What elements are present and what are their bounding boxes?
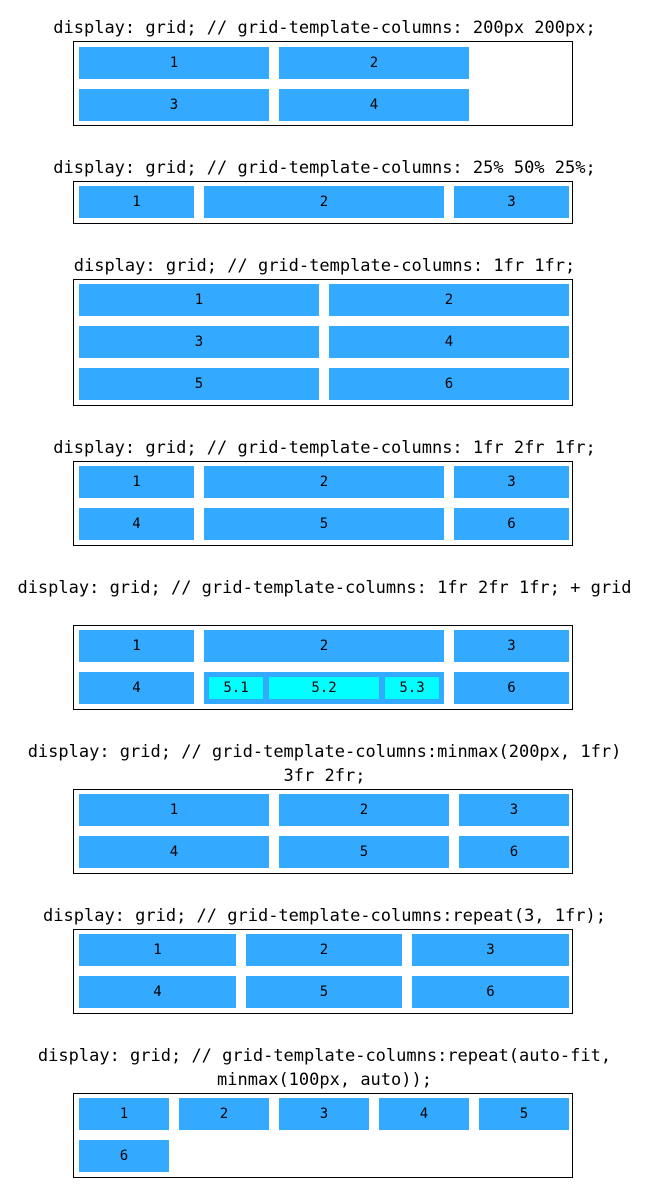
grid-item: 4	[329, 326, 569, 358]
grid-item: 3	[79, 326, 319, 358]
grid-item: 2	[279, 794, 449, 826]
grid-item: 2	[204, 630, 444, 662]
example-title: display: grid; // grid-template-columns:…	[17, 578, 632, 598]
grid-item: 1	[79, 794, 269, 826]
nested-grid-item: 5.2	[269, 677, 379, 699]
grid-container: 1 2 3 4 5 6	[73, 789, 573, 874]
grid-container: 1 2 3 4 5 6	[73, 279, 573, 406]
grid-item: 4	[279, 89, 469, 121]
grid-item: 5	[479, 1098, 569, 1130]
grid-item: 6	[459, 836, 569, 868]
grid-item: 6	[412, 976, 569, 1008]
grid-container: 1 2 3 4 5 6	[73, 1093, 573, 1178]
grid-item: 2	[204, 186, 444, 218]
example-title: display: grid; // grid-template-columns:…	[53, 438, 596, 458]
grid-item: 3	[79, 89, 269, 121]
grid-item: 3	[279, 1098, 369, 1130]
grid-item: 5	[204, 508, 444, 540]
nested-grid-item: 5.3	[385, 677, 439, 699]
grid-item: 2	[246, 934, 402, 966]
grid-item: 1	[79, 284, 319, 316]
example-title: display: grid; // grid-template-columns:…	[43, 906, 606, 926]
grid-item: 4	[79, 672, 194, 704]
grid-item: 1	[79, 934, 236, 966]
example-title: display: grid; // grid-template-columns:…	[27, 742, 632, 786]
grid-item: 3	[454, 630, 569, 662]
example-title: display: grid; // grid-template-columns:…	[53, 18, 596, 38]
grid-item: 4	[379, 1098, 469, 1130]
grid-container: 1 2 3 4	[73, 41, 573, 126]
grid-container: 1 2 3	[73, 181, 573, 224]
grid-item: 1	[79, 466, 194, 498]
grid-container: 1 2 3 4 5 6	[73, 929, 573, 1014]
grid-item: 4	[79, 976, 236, 1008]
grid-item: 6	[454, 508, 569, 540]
example-title: display: grid; // grid-template-columns:…	[73, 256, 576, 276]
nested-grid-container: 5.1 5.2 5.3	[204, 672, 444, 704]
grid-item: 2	[279, 47, 469, 79]
grid-item: 2	[329, 284, 569, 316]
grid-item: 3	[459, 794, 569, 826]
grid-item: 5	[246, 976, 402, 1008]
grid-item: 2	[179, 1098, 269, 1130]
grid-item: 3	[454, 466, 569, 498]
grid-item: 4	[79, 508, 194, 540]
grid-item: 6	[79, 1140, 169, 1172]
grid-item: 6	[454, 672, 569, 704]
example-title: display: grid; // grid-template-columns:…	[37, 1046, 622, 1090]
grid-item: 1	[79, 1098, 169, 1130]
grid-item: 4	[79, 836, 269, 868]
grid-item: 1	[79, 186, 194, 218]
grid-item: 3	[412, 934, 569, 966]
grid-item: 3	[454, 186, 569, 218]
grid-container: 1 2 3 4 5 6	[73, 461, 573, 546]
grid-item: 1	[79, 630, 194, 662]
nested-grid-item: 5.1	[209, 677, 263, 699]
example-title: display: grid; // grid-template-columns:…	[53, 158, 596, 178]
grid-item: 2	[204, 466, 444, 498]
grid-item: 5	[79, 368, 319, 400]
grid-item: 5	[279, 836, 449, 868]
grid-item: 6	[329, 368, 569, 400]
grid-item: 1	[79, 47, 269, 79]
grid-container: 1 2 3 4 5.1 5.2 5.3 6	[73, 625, 573, 710]
